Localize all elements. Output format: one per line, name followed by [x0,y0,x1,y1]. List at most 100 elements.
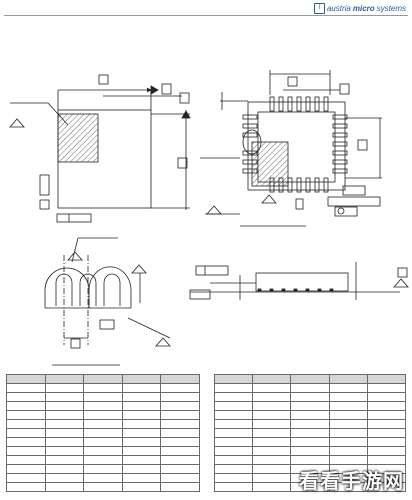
side-body [255,272,349,292]
table-cell [252,383,292,393]
table-cell [366,410,407,420]
table-row [213,419,407,429]
table-cell [6,446,46,456]
austriamicrosystems-logo-icon: ſ [313,3,325,14]
table-cell [252,419,292,429]
pin-row-bottom [269,177,329,193]
table-cell [213,428,254,438]
table-cell [252,455,292,465]
tol-frame-b3 [334,206,358,217]
table-cell [213,419,254,429]
table-cell [6,482,46,492]
table-cell [121,473,162,483]
table-cell [121,410,162,420]
table-header-cell [213,374,254,384]
table-cell [121,482,162,492]
table-cell [44,428,85,438]
table-cell [290,392,330,402]
table-row [6,473,200,483]
table-cell [83,464,123,474]
table-cell [328,446,368,456]
table-cell [252,446,292,456]
table-cell [160,464,200,474]
table-cell [83,392,123,402]
table-row [6,446,200,456]
table-cell [160,428,200,438]
leader-d3 [127,317,171,339]
table-row [6,464,200,474]
table-row [213,401,407,411]
datum-triangle-icon [9,118,25,128]
table-cell [252,473,292,483]
pin-col-right [332,114,348,174]
table-cell [213,383,254,393]
arrow-up-icon [181,110,191,119]
table-cell [44,383,85,393]
table-cell [83,446,123,456]
table-cell [213,455,254,465]
datum-triangle-b-icon [206,205,222,215]
brand-suffix: systems [376,4,406,13]
table-header-cell [252,374,292,384]
tol-frame-b1 [342,185,366,196]
table-cell [83,401,123,411]
table-cell [121,428,162,438]
table-row [6,419,200,429]
table-cell [290,455,330,465]
table-row [213,437,407,447]
dim-label-box [98,74,109,85]
table-row [6,455,200,465]
table-cell [6,437,46,447]
datum-triangle-d3-icon [155,337,171,347]
watermark: 看看手游网 [299,469,404,493]
table-cell [252,482,292,492]
table-cell [213,401,254,411]
pin-col-left [242,114,258,174]
table-header-cell [121,374,162,384]
table-cell [121,419,162,429]
table-cell [328,455,368,465]
coplanarity-frame [189,289,211,300]
table-header-cell [366,374,407,384]
table-cell [366,446,407,456]
table-header-cell [6,374,46,384]
table-cell [366,383,407,393]
brand-bold: micro [352,4,375,13]
table-cell [44,419,85,429]
table-cell [252,401,292,411]
table-row [6,392,200,402]
table-row [213,446,407,456]
table-cell [6,410,46,420]
table-cell [121,455,162,465]
table-cell [160,455,200,465]
table-cell [83,410,123,420]
tolerance-frame [56,213,92,223]
table-cell [328,401,368,411]
table-header-cell [160,374,200,384]
pin-row-top [269,96,329,112]
table-cell [328,419,368,429]
table-row [213,383,407,393]
table-cell [290,401,330,411]
datum-box-s [397,267,408,278]
table-cell [328,383,368,393]
table-cell [366,419,407,429]
dim-label-r [357,139,368,151]
datum-triangle-s-icon [393,278,409,288]
table-cell [83,419,123,429]
table-row [213,455,407,465]
table-cell [44,464,85,474]
datum-frame-b [295,198,304,210]
table-cell [366,482,407,492]
table-cell [6,383,46,393]
table-header-cell [328,374,368,384]
table-cell [44,446,85,456]
detail-circle [242,129,262,155]
table-cell [44,473,85,483]
tol-frame-b2 [327,196,381,207]
table-cell [6,428,46,438]
table-cell [213,446,254,456]
table-row [6,437,200,447]
